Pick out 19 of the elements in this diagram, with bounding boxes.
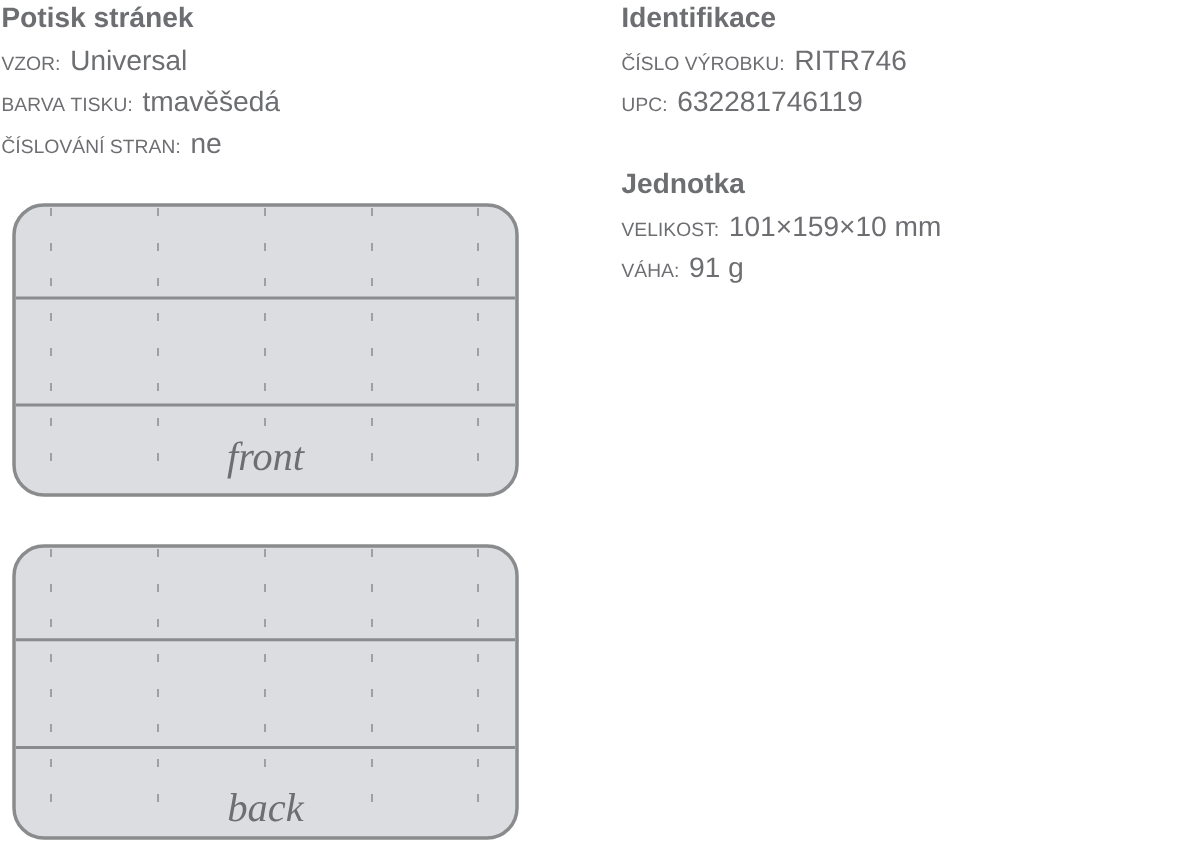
spec-label: VELIKOST: bbox=[621, 222, 718, 237]
spec-value: RITR746 bbox=[796, 50, 906, 71]
section-heading: Jednotka bbox=[621, 172, 745, 194]
section-heading: Potisk stránek bbox=[3, 6, 194, 28]
section-heading: Identifikace bbox=[623, 6, 776, 28]
spec-value: Universal bbox=[72, 49, 186, 71]
spec-value: 101×159×10 mm bbox=[731, 216, 940, 237]
spec-value: tmavěšedá bbox=[142, 90, 280, 112]
spec-value: 91 g bbox=[690, 257, 742, 283]
spec-label: BARVA TISKU: bbox=[2, 97, 131, 112]
spec-value: 632281746119 bbox=[678, 91, 862, 112]
spec-value: ne bbox=[192, 137, 221, 154]
spec-label: ČÍSLO VÝROBKU: bbox=[622, 53, 783, 71]
page-card: back bbox=[12, 544, 519, 840]
spec-label: UPC: bbox=[622, 97, 666, 112]
spec-label: VZOR: bbox=[1, 56, 59, 71]
spec-label: ČÍSLOVÁNÍ STRAN: bbox=[2, 136, 179, 154]
spec-label: VÁHA: bbox=[621, 260, 678, 277]
page-card: front bbox=[12, 203, 519, 497]
